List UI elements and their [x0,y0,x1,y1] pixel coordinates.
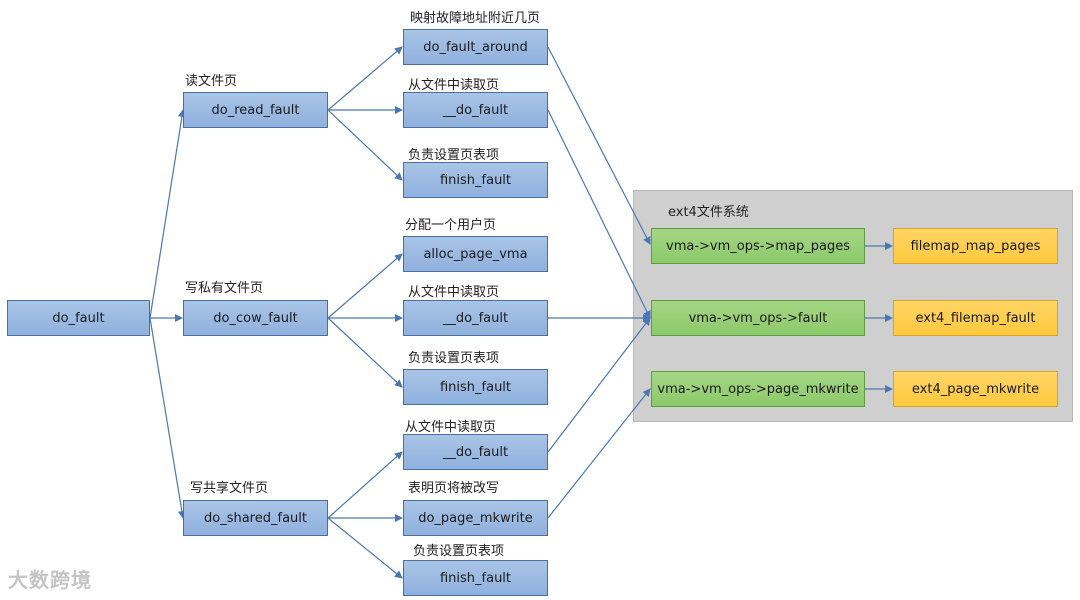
node-do-shared-fault: do_shared_fault [183,500,328,536]
node-vm-ops-fault: vma->vm_ops->fault [651,300,865,336]
arrow-dofault-read [149,109,186,319]
label-set-pte: 负责设置页表项 [413,544,505,559]
arrow-dofault-shared [149,317,186,519]
label-read-file-page: 读文件页 [185,74,238,89]
label-write-private-file-page: 写私有文件页 [185,281,264,296]
arrow-read-dofault-fault [547,109,651,319]
node-do-fault: do_fault [7,300,150,336]
node-alloc-page-vma: alloc_page_vma [403,236,548,272]
node-vm-ops-page-mkwrite: vma->vm_ops->page_mkwrite [651,371,865,407]
node-finish-fault: finish_fault [403,560,548,596]
node-do-fault-helper: __do_fault [403,434,548,470]
arrow-read-around [327,46,403,111]
node-finish-fault: finish_fault [403,369,548,405]
node-finish-fault: finish_fault [403,162,548,198]
arrow-shared-dofault [327,451,403,519]
arrow-mkwrite-pagemkwrite [547,388,651,519]
label-ext4-filesystem: ext4文件系统 [668,205,749,220]
node-do-cow-fault: do_cow_fault [183,300,328,336]
node-do-fault-helper: __do_fault [403,92,548,128]
node-vm-ops-map-pages: vma->vm_ops->map_pages [651,228,865,264]
arrow-cow-finish [327,317,403,388]
node-ext4-filemap-fault: ext4_filemap_fault [893,300,1058,336]
node-do-page-mkwrite: do_page_mkwrite [403,500,548,536]
label-map-nearby-pages: 映射故障地址附近几页 [410,11,541,26]
label-set-pte: 负责设置页表项 [408,351,500,366]
label-set-pte: 负责设置页表项 [408,148,500,163]
arrow-read-finish [327,109,403,181]
label-read-from-file: 从文件中读取页 [408,285,500,300]
node-do-read-fault: do_read_fault [183,92,328,128]
label-read-from-file: 从文件中读取页 [405,420,497,435]
label-page-will-be-written: 表明页将被改写 [408,481,500,496]
arrow-shared-finish [327,517,403,579]
watermark: 大数跨境 [8,568,92,592]
label-alloc-user-page: 分配一个用户页 [405,218,497,233]
node-ext4-page-mkwrite: ext4_page_mkwrite [893,371,1058,407]
arrow-around-mappages [547,46,651,245]
label-read-from-file: 从文件中读取页 [408,78,500,93]
label-write-shared-file-page: 写共享文件页 [190,481,269,496]
arrow-cow-alloc [327,253,403,319]
node-do-fault-helper: __do_fault [403,300,548,336]
arrow-shared-dofault-fault [547,317,651,453]
node-filemap-map-pages: filemap_map_pages [893,228,1058,264]
node-do-fault-around: do_fault_around [403,29,548,65]
